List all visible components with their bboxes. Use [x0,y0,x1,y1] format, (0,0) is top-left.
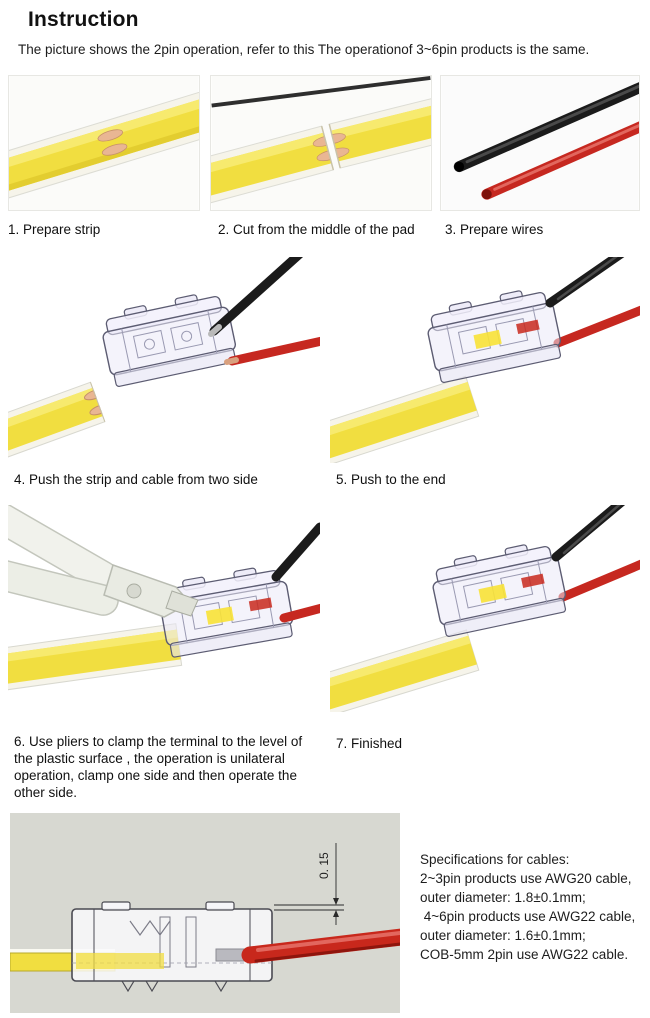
step-3-image [440,75,640,211]
step-3-caption: 3. Prepare wires [445,222,544,237]
red-wire [558,559,640,602]
terminal-plate [185,916,197,968]
red-wire [279,603,320,623]
connector-body [432,544,567,637]
led-strip [330,629,480,712]
spec-line: 4~6pin products use AWG22 cable, [420,909,636,924]
strip-visible-inside [478,583,507,603]
red-terminal-inside [516,319,540,334]
cut-pad [335,147,350,159]
connector-section-drawing: 0. 15 [10,813,400,1013]
connector-insert-photo [8,257,320,463]
bottom-clip [121,980,135,993]
step-7-caption: 7. Finished [336,736,403,751]
black-wire [271,522,320,582]
strip-visible-inside [473,329,502,349]
connector-body [427,290,562,383]
connector-side [71,901,273,993]
strip-left-half [211,125,335,206]
pliers [8,505,199,618]
strip-inside [76,953,164,969]
cut-pad [316,150,332,162]
connector-pushed-photo [330,257,640,463]
strip-right-half [328,86,431,169]
wires-photo [441,76,639,210]
cut-pad [89,405,103,416]
strip-visible-inside [205,606,234,625]
pliers-pivot [126,583,142,599]
latch-tab [205,901,235,911]
cut-pad [312,136,328,147]
step-5-image [330,257,640,463]
dimension-label: 0. 15 [317,852,331,879]
led-strip [9,82,199,202]
solder-pad [101,143,128,156]
black-wire [551,505,626,562]
pliers-jaw-tip [165,590,199,617]
spec-line: Specifications for cables: [420,852,570,867]
step-7-image [330,505,640,712]
black-wire [545,257,625,308]
background-edge [211,76,431,108]
pliers-clamp-photo [8,505,320,712]
step-4-caption: 4. Push the strip and cable from two sid… [14,472,258,487]
step-4-image [8,257,320,463]
spec-line: outer diameter: 1.6±0.1mm; [420,928,586,943]
cut-pad [83,390,97,401]
step-6-image [8,505,320,712]
spec-line: COB-5mm 2pin use AWG22 cable. [420,947,629,962]
step-5-caption: 5. Push to the end [336,472,446,487]
bottom-clip [214,980,228,993]
pliers-handle [8,553,119,616]
bottom-clip [145,980,159,993]
led-strip-photo [9,76,199,210]
terminal-teeth [129,919,171,937]
cut-pad [331,133,346,144]
led-strip [8,381,106,463]
step-2-image [210,75,432,211]
technical-drawing: 0. 15 [10,813,400,1013]
cut-strip [211,86,431,206]
red-terminal-inside [248,597,273,612]
finished-photo [330,505,640,712]
red-wire [481,121,639,200]
step-1-caption: 1. Prepare strip [8,222,101,237]
cable-specifications: Specifications for cables: 2~3pin produc… [420,850,648,964]
page-subtitle: The picture shows the 2pin operation, re… [18,42,590,57]
step-6-caption: 6. Use pliers to clamp the terminal to t… [14,734,303,800]
connector-body [102,294,237,387]
red-wire [553,305,640,348]
latch-tab [101,901,131,911]
step-1-image [8,75,200,211]
black-wire [208,257,304,337]
wire-tip [208,324,222,337]
red-terminal-inside [521,573,545,588]
spec-line: 2~3pin products use AWG20 cable, [420,871,632,886]
solder-pad [97,129,123,142]
terminal-plate [159,916,171,968]
connector-body [159,567,294,658]
dimension-lines [274,843,344,925]
wire-tip [224,357,239,365]
page-title: Instruction [28,8,139,31]
red-wire [224,336,320,366]
led-strip [330,375,480,463]
red-cable [215,928,400,964]
step-2-caption: 2. Cut from the middle of the pad [218,222,415,237]
black-wire [453,82,639,173]
strip-cut-photo [211,76,431,210]
spec-line: outer diameter: 1.8±0.1mm; [420,890,586,905]
